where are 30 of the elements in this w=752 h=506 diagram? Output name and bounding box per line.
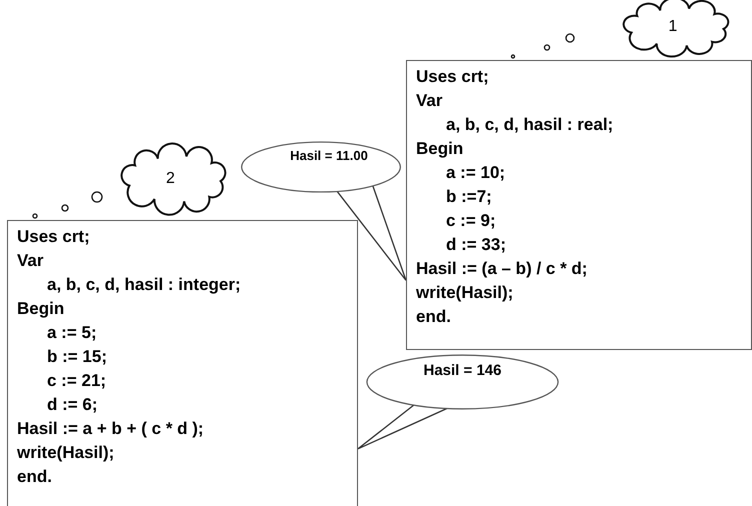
code-panel (7, 220, 358, 506)
code-panel (406, 60, 752, 350)
code-line: end. (416, 306, 451, 328)
code-line: c := 21; (47, 370, 106, 392)
code-line: c := 9; (446, 210, 496, 232)
code-line: a, b, c, d, hasil : integer; (47, 274, 241, 296)
code-line: Hasil := a + b + ( c * d ); (17, 418, 204, 440)
code-line: write(Hasil); (416, 282, 514, 304)
cloud-number: 1 (668, 18, 678, 36)
output-text: Hasil = 146 (424, 362, 502, 380)
output-text: Hasil = 11.00 (290, 148, 368, 163)
code-line: b := 15; (47, 346, 107, 368)
code-line: Hasil := (a – b) / c * d; (416, 258, 588, 280)
code-line: Begin (17, 298, 64, 320)
code-line: d := 6; (47, 394, 98, 416)
code-line: a := 5; (47, 322, 97, 344)
code-line: Uses crt; (416, 66, 489, 88)
code-line: a, b, c, d, hasil : real; (446, 114, 614, 136)
code-line: Begin (416, 138, 464, 160)
code-line: b :=7; (446, 186, 492, 208)
code-line: Var (416, 90, 442, 112)
bubble-tail (357, 404, 448, 450)
code-line: write(Hasil); (17, 442, 114, 464)
cloud-number: 2 (166, 170, 175, 188)
bubble-tail (336, 185, 407, 282)
code-line: a := 10; (446, 162, 506, 184)
code-line: d := 33; (446, 234, 506, 256)
code-line: end. (17, 466, 52, 488)
code-line: Uses crt; (17, 226, 90, 248)
code-line: Var (17, 250, 44, 272)
